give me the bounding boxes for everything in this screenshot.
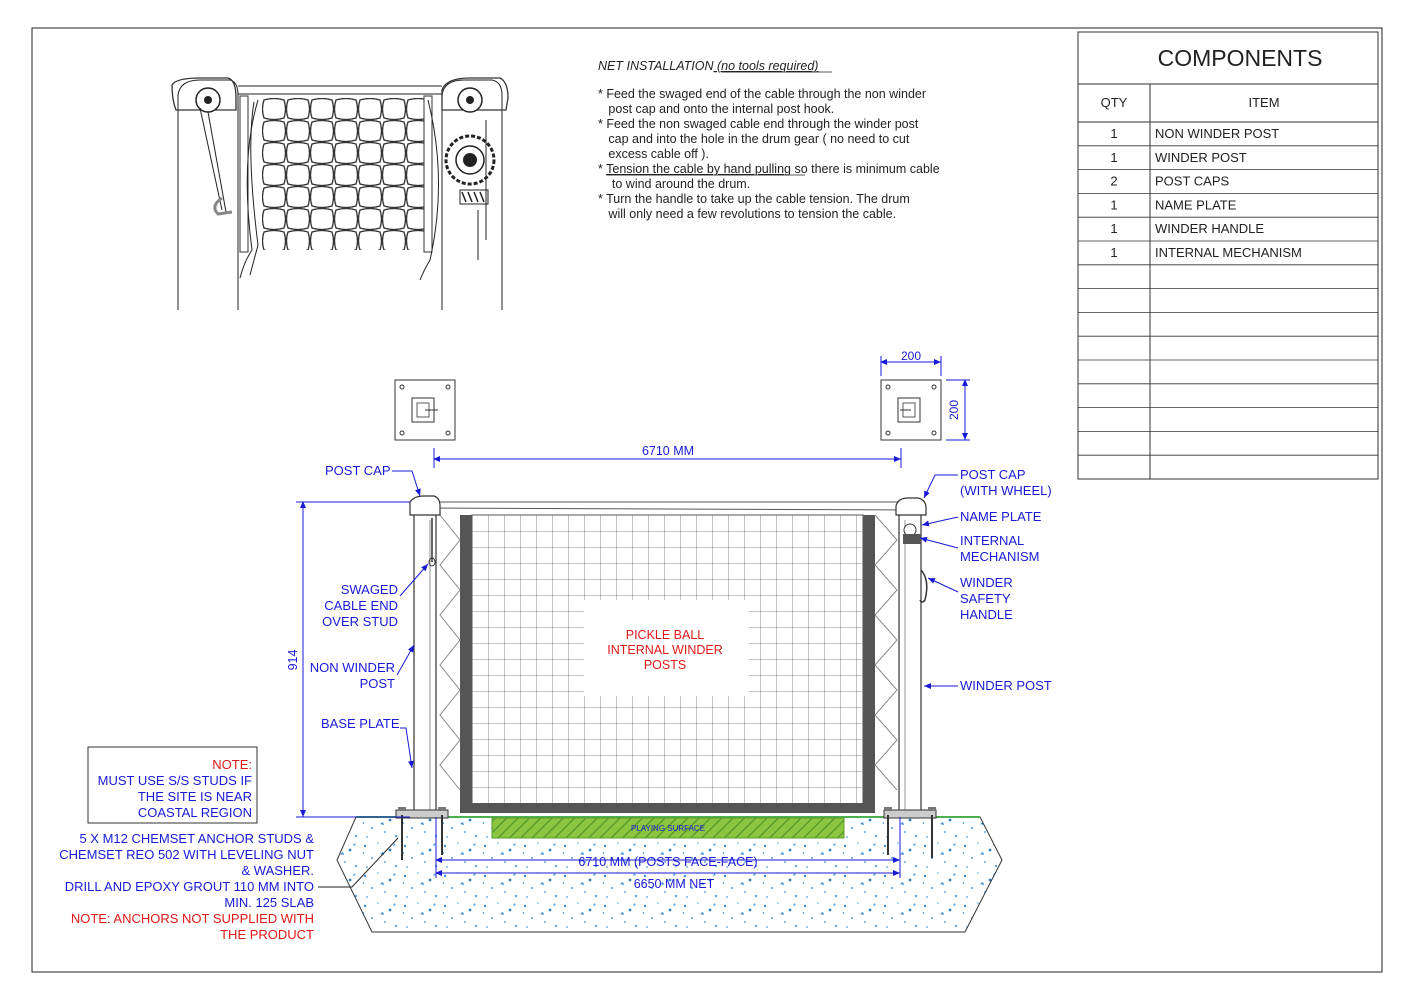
table-cell-qty: 2 — [1110, 174, 1117, 189]
anchor-warning-1: NOTE: ANCHORS NOT SUPPLIED WITH — [71, 911, 314, 926]
table-cell-item: WINDER POST — [1155, 150, 1247, 165]
instructions-title: NET INSTALLATION — [598, 59, 715, 73]
instruction-step: cap and into the hole in the drum gear (… — [598, 132, 910, 146]
center-label-line-3: POSTS — [644, 658, 686, 672]
table-cell-item: NON WINDER POST — [1155, 126, 1279, 141]
label-non-winder-1: NON WINDER — [310, 660, 395, 675]
instruction-emphasis: Tension the cable by hand pulling — [606, 162, 791, 176]
label-safety-handle-3: HANDLE — [960, 607, 1013, 622]
label-safety-handle-2: SAFETY — [960, 591, 1011, 606]
table-cell-item: WINDER HANDLE — [1155, 221, 1264, 236]
right-callouts: POST CAP (WITH WHEEL) NAME PLATE INTERNA… — [919, 467, 1052, 693]
label-post-cap-right-2: (WITH WHEEL) — [960, 483, 1052, 498]
note-line-1: MUST USE S/S STUDS IF — [98, 773, 252, 788]
label-post-cap-left: POST CAP — [325, 463, 391, 478]
instruction-step-cont: to wind around the drum. — [598, 177, 750, 191]
installation-instructions: NET INSTALLATION (no tools required) * F… — [598, 59, 940, 221]
note-line-3: COASTAL REGION — [138, 805, 252, 820]
center-label-line-2: INTERNAL WINDER — [607, 643, 723, 657]
components-title: COMPONENTS — [1158, 45, 1323, 71]
dim-plate-height: 200 — [947, 400, 961, 420]
label-post-cap-right-1: POST CAP — [960, 467, 1026, 482]
coastal-note-box: NOTE: MUST USE S/S STUDS IF THE SITE IS … — [87, 746, 258, 824]
label-non-winder-2: POST — [360, 676, 395, 691]
anchor-line-5: MIN. 125 SLAB — [224, 895, 314, 910]
instructions-subtitle: (no tools required) — [714, 59, 819, 73]
base-plate-plan-left — [394, 379, 456, 441]
winder-post — [883, 497, 937, 858]
note-line-2: THE SITE IS NEAR — [138, 789, 252, 804]
label-swaged-1: SWAGED — [341, 582, 398, 597]
pickleball-net — [425, 501, 919, 813]
non-winder-post — [395, 495, 449, 860]
svg-text:NET INSTALLATION (no tools req: NET INSTALLATION (no tools required) — [598, 59, 818, 73]
qty-header: QTY — [1101, 95, 1128, 110]
table-cell-qty: 1 — [1110, 221, 1117, 236]
anchor-line-1: 5 X M12 CHEMSET ANCHOR STUDS & — [79, 831, 314, 846]
label-internal-mech-1: INTERNAL — [960, 533, 1024, 548]
instruction-step: * Feed the swaged end of the cable throu… — [598, 87, 926, 101]
anchor-line-3: & WASHER. — [242, 863, 314, 878]
table-cell-qty: 1 — [1110, 245, 1117, 260]
winder-detail-sketch — [171, 77, 509, 310]
table-cell-qty: 1 — [1110, 126, 1117, 141]
table-cell-item: NAME PLATE — [1155, 197, 1237, 212]
playing-surface-label: PLAYING SURFACE — [631, 824, 705, 833]
label-winder-post: WINDER POST — [960, 678, 1052, 693]
dim-face-to-face: 6710 MM (POSTS FACE-FACE) — [578, 855, 757, 869]
dim-span: 6710 MM — [642, 444, 694, 458]
anchor-line-4: DRILL AND EPOXY GROUT 110 MM INTO — [65, 879, 314, 894]
label-internal-mech-2: MECHANISM — [960, 549, 1039, 564]
table-cell-item: INTERNAL MECHANISM — [1155, 245, 1302, 260]
anchor-note: 5 X M12 CHEMSET ANCHOR STUDS & CHEMSET R… — [59, 831, 399, 942]
sheet-border — [31, 27, 1383, 973]
instruction-step: * Feed the non swaged cable end through … — [598, 117, 919, 131]
anchor-warning-2: THE PRODUCT — [220, 927, 314, 942]
instruction-step: post cap and onto the internal post hook… — [598, 102, 834, 116]
item-header: ITEM — [1248, 95, 1279, 110]
playing-surface — [491, 817, 845, 839]
dim-net: 6650 MM NET — [634, 877, 715, 891]
instruction-step: * Tension the cable by hand pulling so t… — [598, 162, 940, 176]
anchor-line-2: CHEMSET REO 502 WITH LEVELING NUT — [59, 847, 314, 862]
base-plate-plan-right — [880, 379, 942, 441]
center-label-line-1: PICKLE BALL — [626, 628, 705, 642]
dim-plate-width: 200 — [901, 349, 921, 363]
instruction-step: excess cable off ). — [598, 147, 709, 161]
label-swaged-2: CABLE END — [324, 598, 398, 613]
label-name-plate: NAME PLATE — [960, 509, 1042, 524]
label-swaged-3: OVER STUD — [322, 614, 398, 629]
note-title: NOTE: — [212, 757, 252, 772]
instruction-step: will only need a few revolutions to tens… — [598, 207, 896, 221]
dim-height: 914 — [286, 650, 300, 671]
label-safety-handle-1: WINDER — [960, 575, 1013, 590]
left-callouts: POST CAP SWAGED CABLE END OVER STUD NON … — [310, 463, 429, 769]
label-base-plate: BASE PLATE — [321, 716, 400, 731]
table-cell-qty: 1 — [1110, 197, 1117, 212]
instruction-step: * Turn the handle to take up the cable t… — [598, 192, 910, 206]
table-cell-qty: 1 — [1110, 150, 1117, 165]
table-cell-item: POST CAPS — [1155, 174, 1230, 189]
